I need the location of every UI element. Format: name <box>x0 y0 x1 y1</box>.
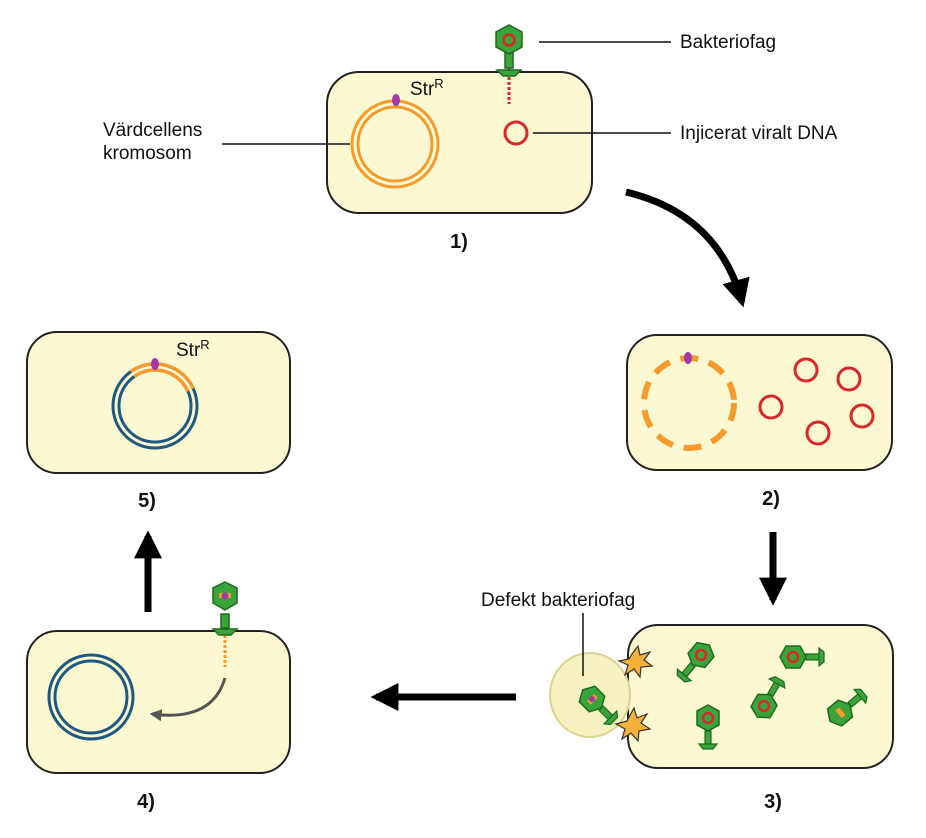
integrated-host-dna <box>129 362 195 390</box>
injected-viral-dna <box>503 120 529 146</box>
label-host-chromosome-2: kromosom <box>103 143 192 164</box>
str-label-1: StrR <box>410 76 444 100</box>
label-bacteriophage: Bakteriofag <box>680 32 776 53</box>
recipient-chromosome-4 <box>47 653 135 741</box>
label-host-chromosome-1: Värdcellens <box>103 120 202 141</box>
progeny-phage-1 <box>676 641 715 683</box>
cell-4-body <box>26 630 291 774</box>
cell-3 <box>549 624 894 769</box>
cell-2 <box>626 334 893 471</box>
burst-icon-1 <box>617 644 654 679</box>
cell-5: StrR <box>26 331 291 474</box>
viral-dna-copies <box>758 357 875 446</box>
burst-icon-2 <box>614 706 652 743</box>
defective-phage <box>578 685 619 726</box>
step-label-2: 2) <box>762 488 780 510</box>
progeny-phage-5 <box>826 688 868 727</box>
label-defective-phage: Defekt bakteriofag <box>481 590 635 611</box>
arrow-1-to-2 <box>625 188 750 308</box>
str-marker <box>392 94 400 106</box>
step-label-5: 5) <box>138 490 156 512</box>
step-label-1: 1) <box>450 231 468 253</box>
step-label-4: 4) <box>137 791 155 813</box>
integration-arrow <box>149 677 227 722</box>
cell-5-body <box>26 331 291 474</box>
bacteriophage-1 <box>495 24 523 104</box>
cell-4 <box>26 581 291 774</box>
str-label-5: StrR <box>176 337 210 361</box>
transducing-phage <box>211 581 239 667</box>
cell-1-body <box>326 71 593 214</box>
progeny-phage-4 <box>696 704 720 750</box>
str-marker-2 <box>684 352 692 364</box>
progeny-phage-3 <box>750 675 786 719</box>
label-injected-dna: Injicerat viralt DNA <box>680 123 838 144</box>
str-marker-5 <box>151 358 159 370</box>
progeny-phage-2 <box>779 645 825 669</box>
cell-1: StrR <box>326 24 593 214</box>
phage-head <box>495 24 523 55</box>
step-label-3: 3) <box>764 791 782 813</box>
